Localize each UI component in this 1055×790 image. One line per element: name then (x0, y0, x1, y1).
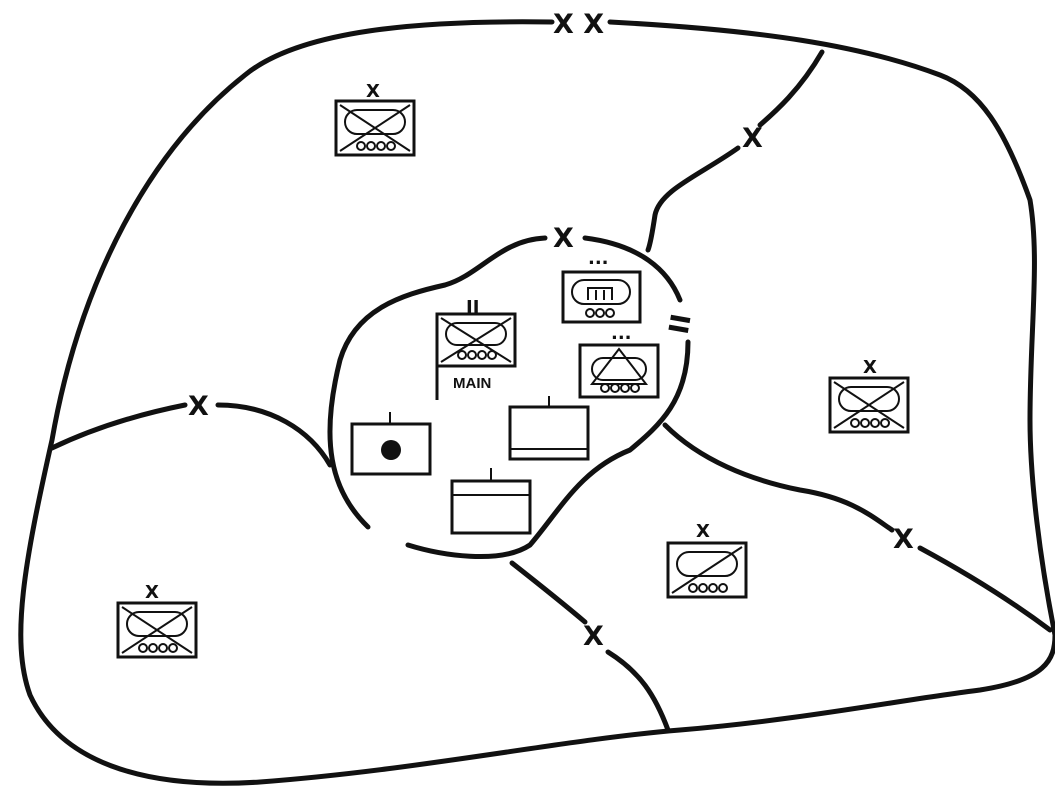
armor-icon (676, 551, 738, 577)
brigade-boundary-northeast (757, 49, 825, 128)
brigade-boundary-label-e: X (893, 524, 914, 555)
brigade-boundary-label-w: X (188, 391, 209, 422)
brigade-unit-east: X (828, 357, 910, 434)
main-label: MAIN (453, 375, 491, 392)
artillery-triangle (589, 347, 649, 385)
artillery-unit (350, 412, 432, 476)
self-propelled-artillery-unit: ... (578, 323, 660, 399)
echelon-label: X (366, 81, 380, 102)
brigade-unit-south: X (666, 521, 748, 599)
brigade-boundary-south (509, 560, 588, 625)
central-area-boundary (327, 235, 548, 530)
armor-icon (344, 109, 406, 135)
brigade-boundary-east (917, 545, 1053, 633)
division-main-command-post: II MAIN (435, 297, 517, 400)
brigade-unit-northwest: X (334, 81, 416, 157)
armor-icon (571, 279, 631, 305)
armor-icon (838, 386, 900, 412)
echelon-label: X (863, 357, 877, 378)
brigade-boundary-south (605, 649, 671, 733)
brigade-boundary-east (662, 422, 895, 533)
brigade-boundary-northeast (645, 145, 741, 253)
unit-frame (450, 479, 532, 535)
brigade-boundary-label-s: X (583, 621, 604, 652)
echelon-label: ... (588, 248, 609, 269)
support-unit-right (508, 396, 590, 461)
echelon-label: X (696, 521, 710, 542)
brigade-boundary-label-ne: X (742, 123, 763, 154)
central-area-boundary (405, 339, 691, 560)
armor-icon (126, 611, 188, 637)
armor-icon (445, 322, 507, 346)
brigade-boundary-west (215, 402, 333, 468)
central-area-boundary (582, 235, 683, 303)
division-boundary (18, 19, 1055, 786)
brigade-unit-southwest: X (116, 582, 198, 659)
unit-frame (508, 405, 590, 461)
central-brigade-label: X (553, 223, 574, 254)
echelon-label: ... (611, 323, 632, 344)
artillery-dot (381, 440, 401, 460)
support-unit-bottom (450, 468, 532, 535)
division-echelon-label: X X (553, 9, 604, 40)
brigade-boundary-west (49, 402, 188, 451)
armor-unit: ... (561, 248, 642, 324)
battalion-boundary-label: II (664, 312, 698, 337)
echelon-label: X (145, 582, 159, 603)
